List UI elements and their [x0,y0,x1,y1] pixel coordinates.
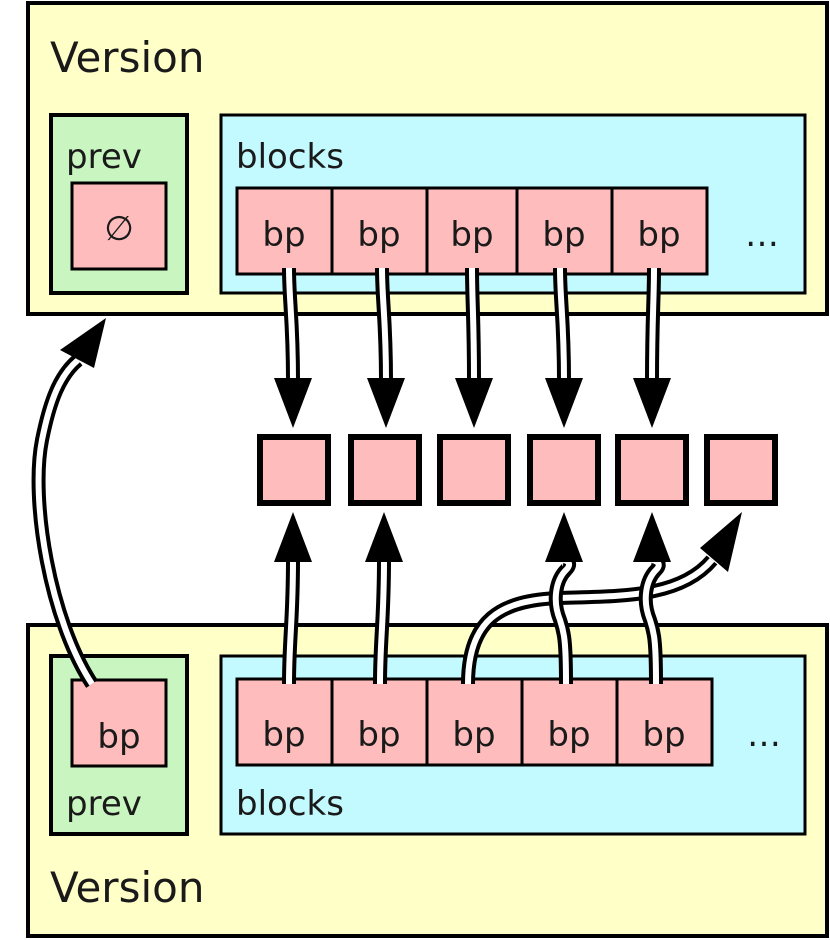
svg-text:bp: bp [357,215,400,255]
data-blocks [257,434,778,506]
pointer-arrow [274,512,312,685]
top-block-pointer: bp [610,186,709,276]
bottom-version: Version bp prev blocks bp bp bp bp bp … [26,623,829,938]
bottom-block-pointer: bp [425,677,524,767]
top-prev-value-box [70,181,168,271]
top-block-pointer: bp [330,186,429,276]
pointer-arrow [274,267,312,428]
top-prev-null-symbol: ∅ [104,209,134,249]
bottom-prev-label: prev [66,784,142,824]
svg-text:bp: bp [450,215,493,255]
bottom-block-pointer: bp [520,677,619,767]
top-blocks-ellipsis: … [745,215,779,255]
top-block-pointer: bp [515,186,614,276]
bottom-prev-pointer: bp [97,717,140,757]
bottom-prev-value-box [70,678,168,768]
svg-text:bp: bp [452,715,495,755]
pointer-arrow [545,267,583,428]
svg-text:bp: bp [642,715,685,755]
pointer-arrow [367,267,405,428]
bottom-block-pointer: bp [615,677,714,767]
arrows [31,267,742,688]
bottom-block-pointer: bp [330,677,429,767]
svg-text:bp: bp [637,215,680,255]
bottom-blocks-label: blocks [236,784,344,824]
top-prev-label: prev [66,137,142,177]
svg-text:bp: bp [262,715,305,755]
top-block-pointer: bp [235,186,334,276]
top-version: Version prev ∅ blocks bp bp bp bp bp … [26,1,829,316]
bottom-blocks-ellipsis: … [747,715,781,755]
pointer-arrow [633,512,671,685]
data-block [704,434,778,506]
pointer-arrow [455,267,493,428]
data-block [348,434,422,506]
data-block [615,434,689,506]
data-block [527,434,601,506]
data-block [437,434,511,506]
data-block [257,434,331,506]
pointer-arrow [545,512,583,685]
pointer-arrow [633,267,671,428]
bottom-block-pointer: bp [235,677,334,767]
top-version-title: Version [50,33,204,82]
svg-text:bp: bp [357,715,400,755]
svg-text:bp: bp [262,215,305,255]
svg-text:bp: bp [547,715,590,755]
prev-version-arrow [31,318,106,688]
svg-text:bp: bp [542,215,585,255]
top-blocks-label: blocks [236,137,344,177]
pointer-arrow [365,512,403,685]
bottom-version-title: Version [50,863,204,912]
top-block-pointer: bp [425,186,519,276]
